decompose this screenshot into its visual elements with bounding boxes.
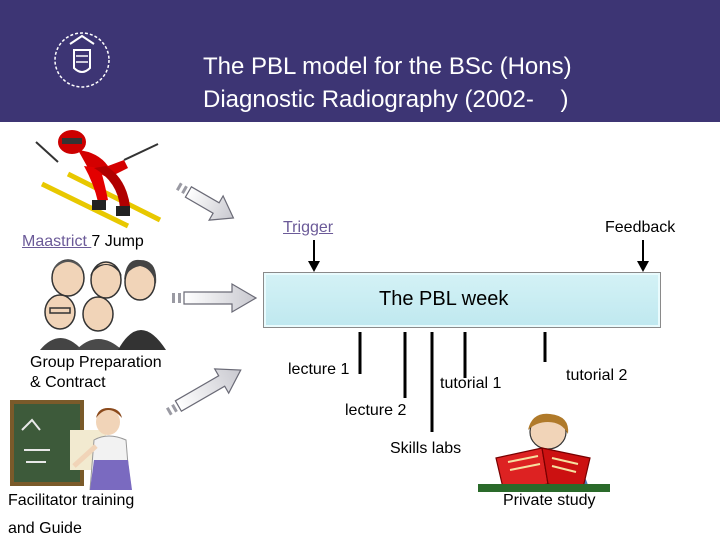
pbl-week-label: The PBL week (379, 288, 509, 310)
lecture-2-label: lecture 2 (345, 402, 407, 419)
private-study-label: Private study (503, 492, 596, 509)
feedback-label: Feedback (605, 219, 676, 236)
university-logo-icon (54, 32, 110, 88)
pbl-week-box (263, 272, 661, 328)
tutorial-2-label: tutorial 2 (566, 367, 628, 384)
group-preparation-line-1: Group Preparation (30, 354, 162, 371)
student-reading-clipart-icon (478, 413, 610, 492)
arrow-to-week-icon (172, 282, 258, 314)
skier-clipart-icon (35, 130, 162, 229)
title-line-1: The PBL model for the BSc (Hons) (203, 53, 572, 80)
arrow-to-trigger-icon (176, 182, 235, 221)
title-line-2: Diagnostic Radiography (2002- ) (203, 86, 569, 113)
teacher-at-board-clipart-icon (10, 400, 132, 490)
maastricht-link[interactable]: Maastrict (22, 233, 92, 250)
page-title: The PBL model for the BSc (Hons) Diagnos… (203, 50, 572, 116)
skills-labs-label: Skills labs (390, 440, 462, 457)
group-preparation-label: Group Preparation & Contract (30, 353, 162, 393)
group-preparation-line-2: & Contract (30, 374, 106, 391)
seven-jump-text: 7 Jump (91, 233, 144, 250)
facilitator-line-2: and Guide (8, 520, 82, 537)
tutorial-1-label: tutorial 1 (440, 375, 502, 392)
maastricht-label: Maastrict 7 Jump (22, 232, 144, 252)
facilitator-line-1: Facilitator training (8, 492, 135, 509)
trigger-link[interactable]: Trigger (283, 219, 334, 236)
header-banner: The PBL model for the BSc (Hons) Diagnos… (0, 0, 720, 122)
lecture-1-label: lecture 1 (288, 361, 350, 378)
group-of-people-clipart-icon (40, 259, 166, 350)
arrow-to-lecture-icon (166, 368, 242, 416)
